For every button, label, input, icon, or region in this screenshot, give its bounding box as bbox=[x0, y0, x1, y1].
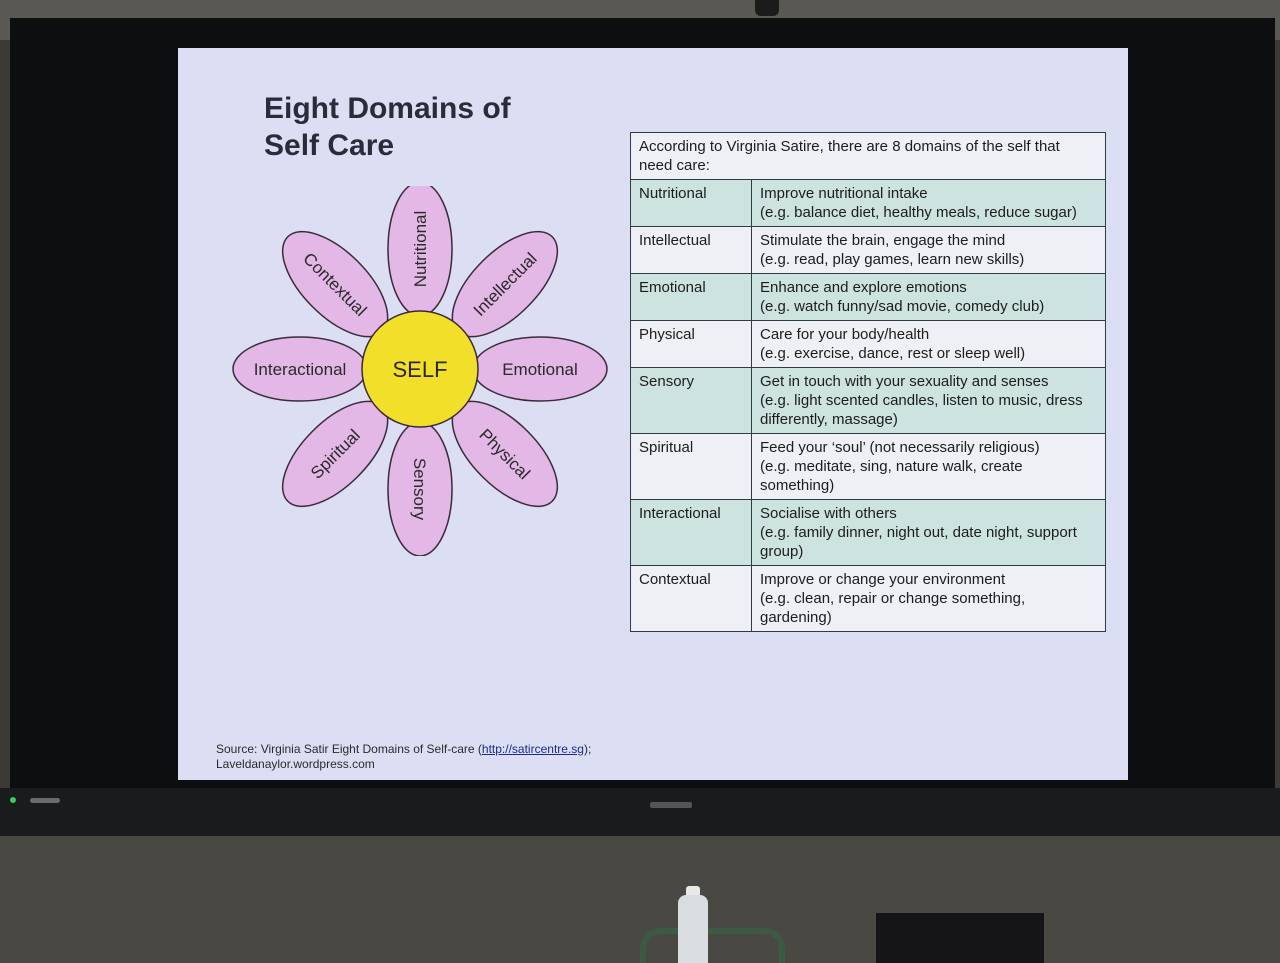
description-main: Stimulate the brain, engage the mind bbox=[760, 232, 1006, 249]
brand-logo bbox=[650, 802, 692, 808]
table-row: Emotional Enhance and explore emotions (e.… bbox=[630, 273, 1106, 321]
laptop bbox=[876, 913, 1044, 963]
source-suffix: ); bbox=[583, 742, 592, 756]
description-main: Enhance and explore emotions bbox=[760, 279, 967, 296]
domain-name: Nutritional bbox=[630, 179, 752, 227]
description-main: Improve or change your environment bbox=[760, 571, 1006, 588]
description-example: (e.g. meditate, sing, nature walk, creat… bbox=[760, 458, 1023, 494]
flower-center-label: SELF bbox=[392, 357, 447, 382]
domain-name: Contextual bbox=[630, 565, 752, 632]
source-line2: Laveldanaylor.wordpress.com bbox=[216, 757, 375, 771]
table-row: Interactional Socialise with others (e.g. … bbox=[630, 499, 1106, 566]
table-row: Sensory Get in touch with your sexuality … bbox=[630, 367, 1106, 434]
description-example: (e.g. watch funny/sad movie, comedy club… bbox=[760, 298, 1045, 315]
description-main: Feed your ‘soul’ (not necessarily religi… bbox=[760, 439, 1040, 456]
domain-name: Spiritual bbox=[630, 433, 752, 500]
description-main: Care for your body/health bbox=[760, 326, 930, 343]
source-link[interactable]: http://satircentre.sg bbox=[481, 742, 584, 756]
petal-spiritual: Spiritual bbox=[281, 400, 389, 508]
domain-description: Socialise with others (e.g. family dinner… bbox=[751, 499, 1106, 566]
domains-table: According to Virginia Satire, there are … bbox=[630, 132, 1106, 632]
description-main: Improve nutritional intake bbox=[760, 185, 928, 202]
domain-name: Intellectual bbox=[630, 226, 752, 274]
slide-title: Eight Domains of Self Care bbox=[264, 92, 511, 162]
petal-label: Emotional bbox=[502, 360, 578, 379]
description-example: (e.g. balance diet, healthy meals, reduc… bbox=[760, 204, 1077, 221]
petal-nutritional: Nutritional bbox=[387, 186, 453, 317]
description-main: Get in touch with your sexuality and sen… bbox=[760, 373, 1049, 390]
chair-back bbox=[640, 928, 785, 963]
description-example: (e.g. light scented candles, listen to m… bbox=[760, 392, 1083, 428]
petal-emotional: Emotional bbox=[472, 336, 608, 402]
power-indicator bbox=[10, 797, 16, 803]
table-row: Nutritional Improve nutritional intake (e.… bbox=[630, 179, 1106, 227]
description-example: (e.g. clean, repair or change something,… bbox=[760, 590, 1026, 626]
water-bottle bbox=[678, 895, 708, 963]
bezel-buttons bbox=[30, 798, 60, 803]
domain-description: Improve nutritional intake (e.g. balance … bbox=[751, 179, 1106, 227]
projector-mount bbox=[755, 0, 779, 16]
domain-description: Enhance and explore emotions (e.g. watch … bbox=[751, 273, 1106, 321]
table-row: Physical Care for your body/health (e.g. e… bbox=[630, 320, 1106, 368]
domain-name: Interactional bbox=[630, 499, 752, 566]
domain-name: Physical bbox=[630, 320, 752, 368]
monitor-bezel bbox=[0, 788, 1280, 836]
domain-description: Feed your ‘soul’ (not necessarily religi… bbox=[751, 433, 1106, 500]
domain-description: Stimulate the brain, engage the mind (e.g… bbox=[751, 226, 1106, 274]
domain-description: Care for your body/health (e.g. exercise,… bbox=[751, 320, 1106, 368]
petal-label: Interactional bbox=[254, 360, 347, 379]
description-main: Socialise with others bbox=[760, 505, 897, 522]
domain-description: Improve or change your environment (e.g. … bbox=[751, 565, 1106, 632]
table-header: According to Virginia Satire, there are … bbox=[630, 132, 1106, 180]
petal-sensory: Sensory bbox=[387, 421, 453, 556]
petal-label: Sensory bbox=[410, 458, 429, 521]
description-example: (e.g. exercise, dance, rest or sleep wel… bbox=[760, 345, 1026, 362]
flower-center bbox=[361, 310, 479, 428]
table-row: Spiritual Feed your ‘soul’ (not necessari… bbox=[630, 433, 1106, 500]
source-prefix: Source: Virginia Satir Eight Domains of … bbox=[216, 742, 482, 756]
petal-label: Nutritional bbox=[411, 211, 430, 288]
description-example: (e.g. read, play games, learn new skills… bbox=[760, 251, 1025, 268]
petal-interactional: Interactional bbox=[232, 336, 368, 402]
domain-name: Sensory bbox=[630, 367, 752, 434]
domain-description: Get in touch with your sexuality and sen… bbox=[751, 367, 1106, 434]
source-citation: Source: Virginia Satir Eight Domains of … bbox=[216, 742, 636, 772]
description-example: (e.g. family dinner, night out, date nig… bbox=[760, 524, 1077, 560]
domain-name: Emotional bbox=[630, 273, 752, 321]
petal-physical: Physical bbox=[451, 400, 559, 508]
